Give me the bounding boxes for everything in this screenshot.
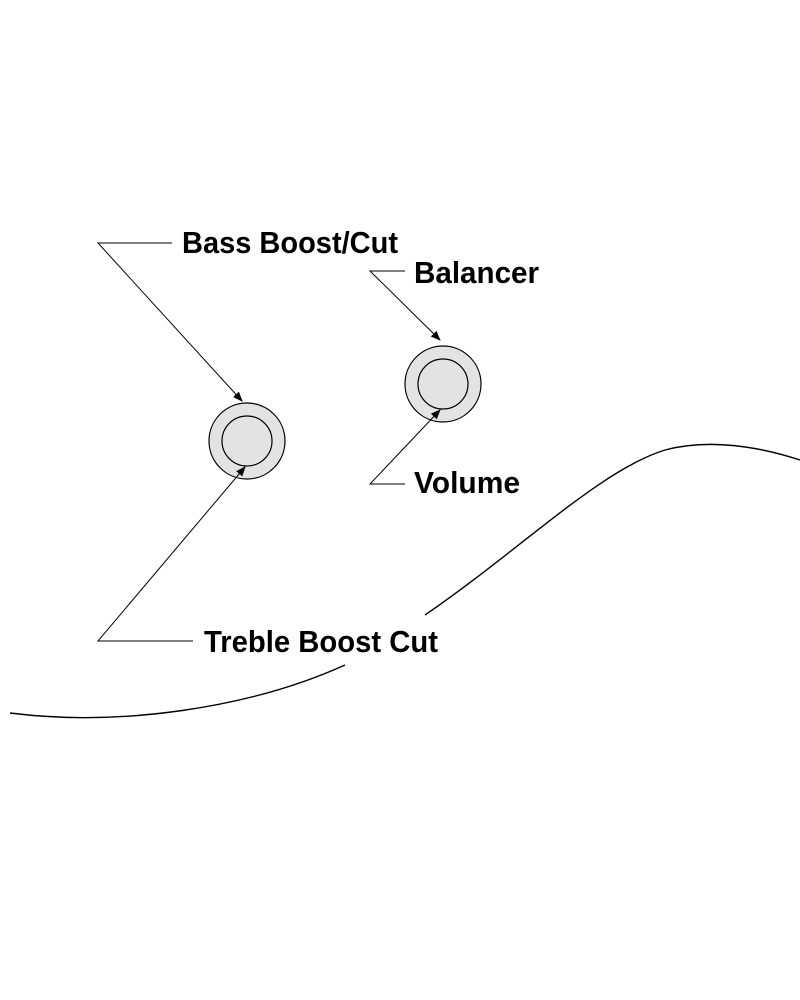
volume-leader-arrow <box>368 409 441 485</box>
treble-boost-cut-label: Treble Boost Cut <box>204 624 438 659</box>
body-outline-lower <box>9 664 346 719</box>
balancer-volume-knob-inner-cap <box>417 358 469 410</box>
bass-leader-arrow <box>96 242 243 402</box>
volume-label: Volume <box>414 465 520 500</box>
bass-treble-knob-inner-cap <box>221 415 273 467</box>
body-outline-upper <box>424 443 800 616</box>
bass-treble-knob[interactable] <box>208 402 286 480</box>
balancer-leader-arrow <box>368 270 441 341</box>
treble-leader-arrow <box>96 466 246 642</box>
bass-boost-cut-label: Bass Boost/Cut <box>182 225 398 260</box>
balancer-label: Balancer <box>414 255 539 290</box>
balancer-volume-knob[interactable] <box>404 345 482 423</box>
